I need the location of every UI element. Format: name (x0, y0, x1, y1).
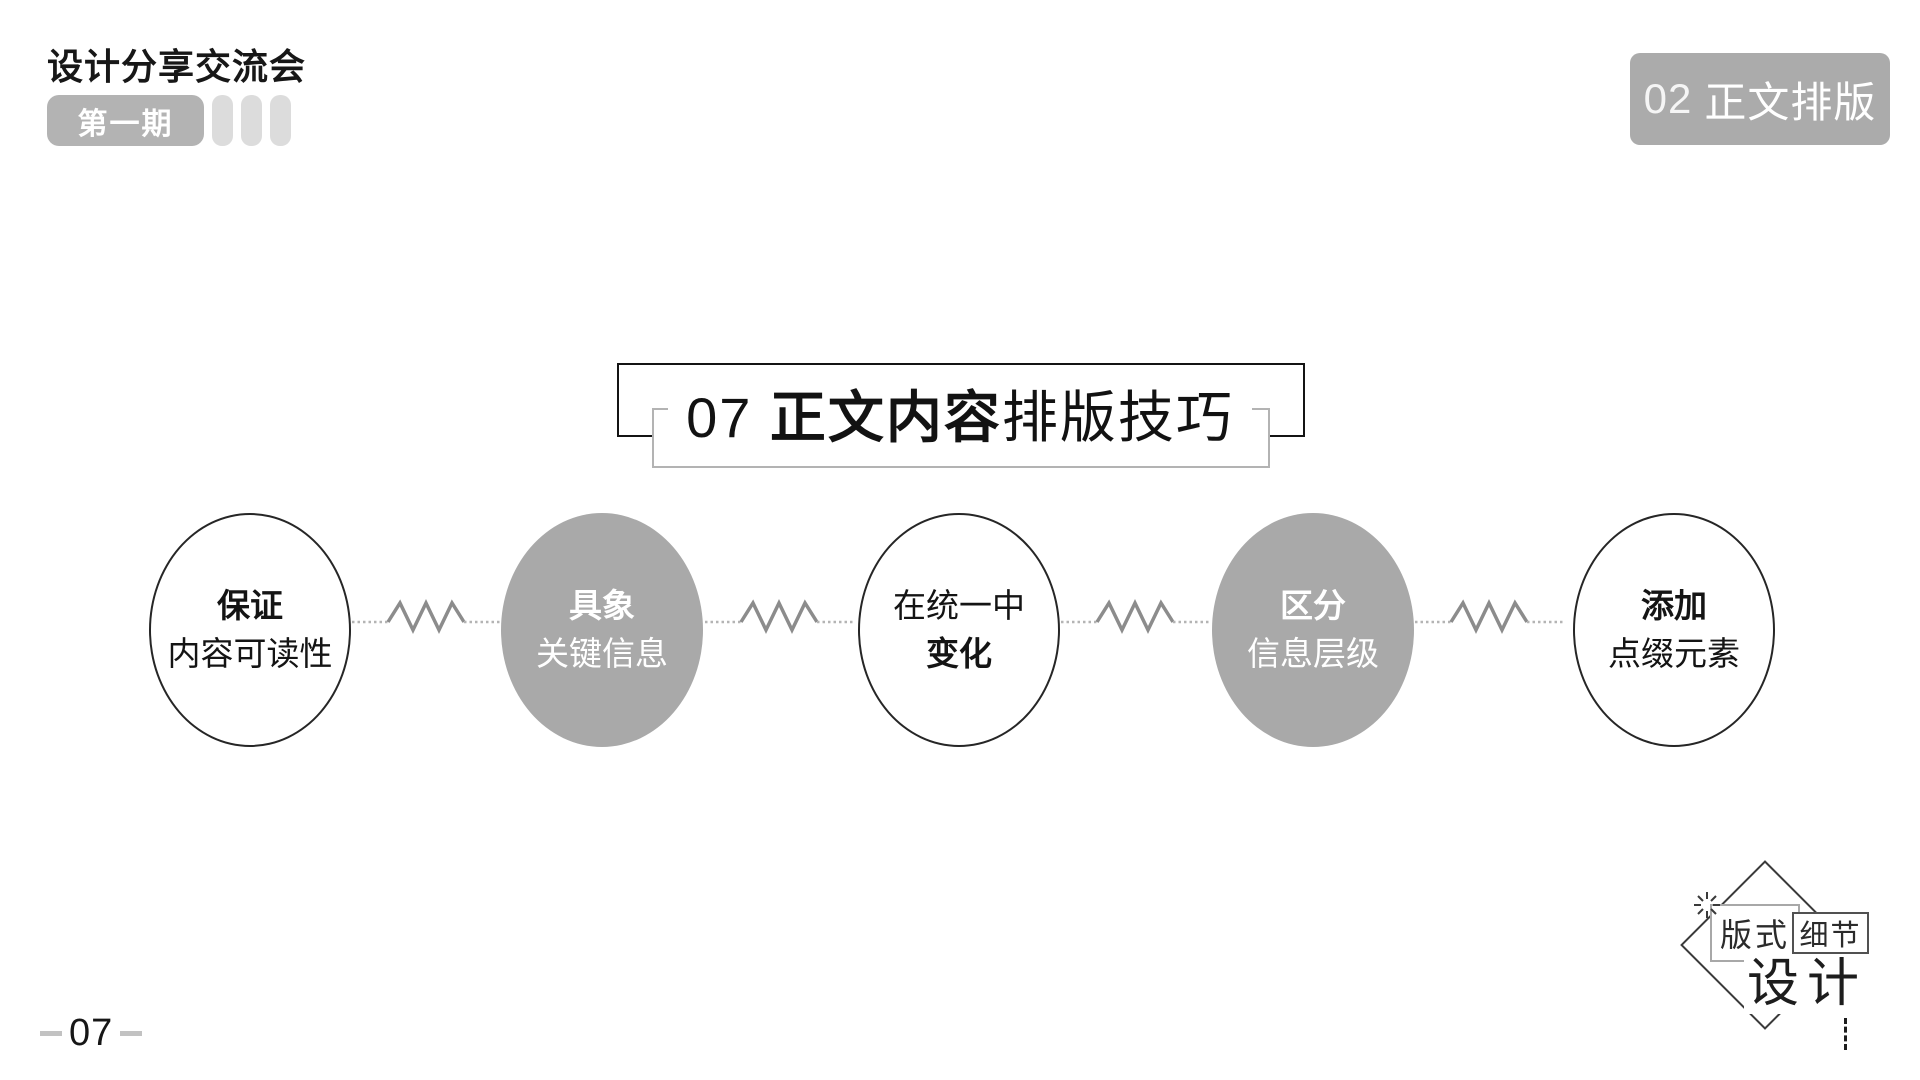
step-line2: 变化 (926, 635, 992, 672)
logo-main-word: 设计 (1744, 954, 1871, 1014)
decorative-bar (270, 95, 291, 146)
dash-icon (40, 1031, 62, 1036)
step-line1: 具象 (569, 587, 635, 624)
step-circle-1: 保证 内容可读性 (149, 513, 351, 747)
zigzag-connector-icon (1415, 598, 1565, 635)
event-title: 设计分享交流会 (47, 46, 307, 87)
zigzag-connector-icon (1061, 598, 1211, 635)
step-line2: 关键信息 (536, 635, 668, 672)
step-line1: 在统一中 (893, 587, 1025, 624)
page-number-row: 07 (40, 1012, 143, 1055)
zigzag-connector-icon (705, 598, 855, 635)
dash-icon (120, 1031, 143, 1036)
section-number: 02 (1643, 75, 1693, 122)
dashed-tail-icon (1844, 1018, 1847, 1050)
step-circle-5: 添加 点缀元素 (1573, 513, 1775, 747)
title-number: 07 (686, 386, 770, 449)
logo-tag-xijie: 细节 (1792, 912, 1869, 954)
step-line2: 点缀元素 (1608, 635, 1740, 672)
step-line2: 内容可读性 (167, 635, 333, 672)
title-emphasis: 正文内容 (769, 386, 1002, 449)
step-circle-3: 在统一中 变化 (858, 513, 1060, 747)
title-suffix: 排版技巧 (1001, 386, 1234, 449)
issue-badge: 第一期 (47, 95, 204, 146)
sparkle-icon (1694, 892, 1720, 918)
brand-logo: 版式 细节 设计 (1658, 848, 1910, 1073)
page-number: 07 (69, 1012, 114, 1054)
step-line1: 区分 (1280, 587, 1346, 624)
step-circle-2: 具象 关键信息 (501, 513, 703, 747)
step-line2: 信息层级 (1247, 635, 1379, 672)
slide-title: 07 正文内容排版技巧 (0, 381, 1920, 470)
step-line1: 添加 (1641, 587, 1707, 624)
decorative-bar (212, 95, 233, 146)
zigzag-connector-icon (352, 598, 502, 635)
section-badge: 02 正文排版 (1630, 53, 1890, 145)
issue-row: 第一期 (47, 95, 291, 146)
decorative-bar (241, 95, 262, 146)
step-line1: 保证 (217, 587, 283, 624)
step-circle-4: 区分 信息层级 (1212, 513, 1414, 747)
section-label: 正文排版 (1704, 78, 1877, 126)
